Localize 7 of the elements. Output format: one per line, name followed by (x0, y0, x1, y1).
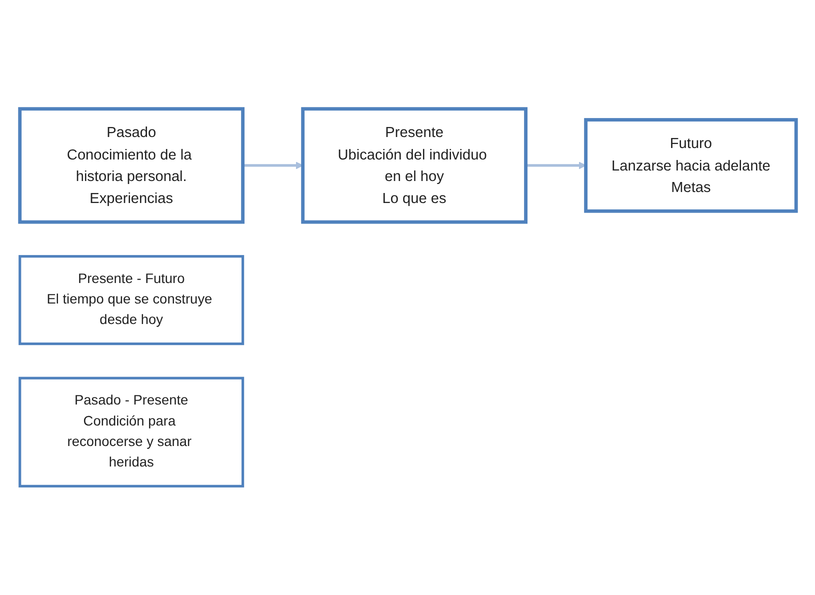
arrow (525, 162, 586, 170)
node-box: Presente - Futuro El tiempo que se construye desde hoy (18, 255, 244, 346)
arrow (242, 162, 303, 170)
node-box: Pasado Conocimiento de la historia personal. Experiencias (18, 107, 244, 224)
node-box: Presente Ubicación del individuo en el hoy Lo que es (300, 107, 527, 224)
node-box: Pasado - Presente Condición para reconocerse y sanar heridas (18, 376, 244, 488)
node-box: Futuro Lanzarse hacia adelante Metas (584, 118, 798, 213)
